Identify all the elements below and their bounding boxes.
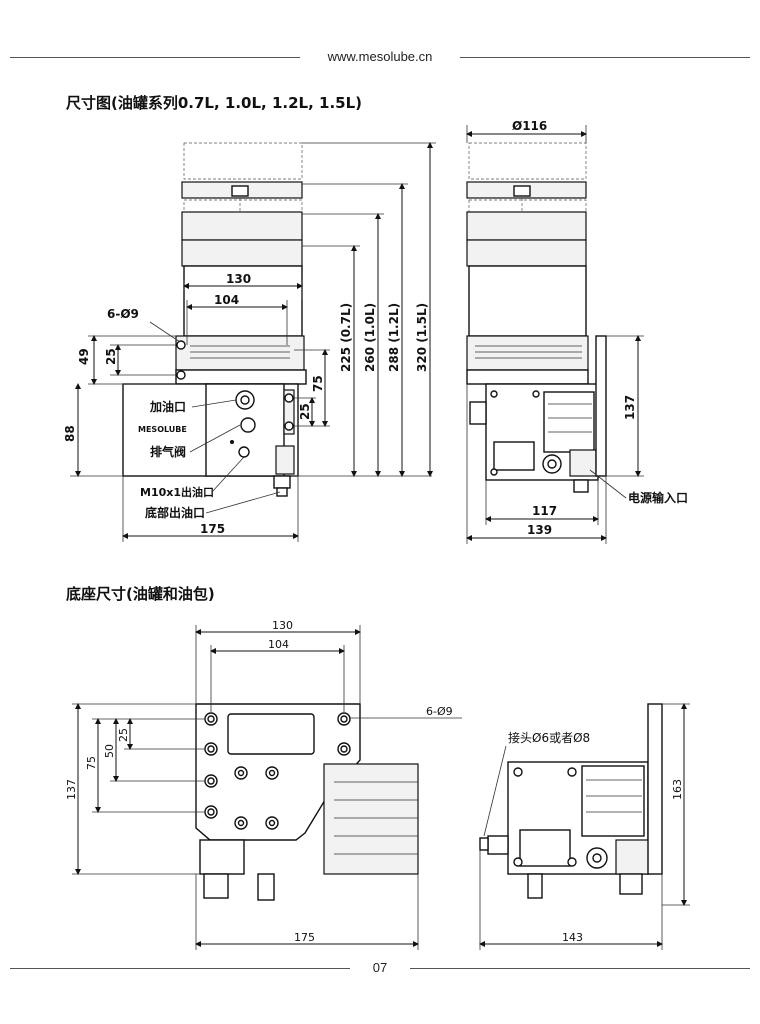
front-dimensions: 130 104 6-Ø9 49 25 88 175 75 25 — [63, 142, 436, 542]
base-dim-137: 137 — [65, 779, 78, 800]
side-dim-139: 139 — [527, 523, 552, 537]
front-dim-175: 175 — [200, 522, 225, 536]
height-15: 320 (1.5L) — [415, 303, 429, 372]
footer-rule-right — [410, 968, 750, 969]
power-port-label: 电源输入口 — [628, 490, 688, 505]
fitting-label: 接头Ø6或者Ø8 — [508, 730, 590, 745]
height-10: 260 (1.0L) — [363, 303, 377, 372]
side-diameter: Ø116 — [512, 119, 547, 133]
header-rule-left — [10, 57, 300, 58]
front-dim-88: 88 — [63, 425, 77, 442]
footer-rule-left — [10, 968, 350, 969]
section2-title: 底座尺寸(油罐和油包) — [66, 585, 215, 603]
side-dim-163: 163 — [671, 779, 684, 800]
base-dimensions: 130 104 6-Ø9 137 75 50 25 175 — [65, 619, 462, 950]
side-dim-143: 143 — [562, 931, 583, 944]
base-side-view — [479, 703, 663, 899]
front-dim-49: 49 — [77, 348, 91, 365]
m10-outlet-label: M10x1出油口 — [140, 485, 214, 499]
front-dim-25: 25 — [104, 348, 118, 365]
base-dim-50: 50 — [103, 744, 116, 758]
base-dim-130: 130 — [272, 619, 293, 632]
fill-port-label: 加油口 — [149, 399, 186, 414]
front-dim-104: 104 — [214, 293, 239, 307]
side-dim-117: 117 — [532, 504, 557, 518]
header-url: www.mesolube.cn — [327, 49, 433, 64]
front-dim-25b: 25 — [298, 403, 312, 420]
front-view — [122, 142, 307, 497]
section1-title: 尺寸图(油罐系列0.7L, 1.0L, 1.2L, 1.5L) — [66, 94, 362, 112]
front-hole-note: 6-Ø9 — [107, 307, 139, 321]
front-dim-75: 75 — [311, 375, 325, 392]
base-dim-25: 25 — [117, 728, 130, 742]
base-hole-note: 6-Ø9 — [426, 705, 453, 718]
bottom-outlet-label: 底部出油口 — [145, 505, 205, 520]
header-rule-right — [460, 57, 750, 58]
side-view — [466, 142, 607, 493]
page-number: 07 — [372, 960, 388, 975]
side-dimensions: Ø116 137 117 139 电源输入口 — [466, 119, 688, 544]
base-view — [195, 703, 419, 901]
front-dim-130: 130 — [226, 272, 251, 286]
brand-label: MESOLUBE — [138, 425, 187, 434]
height-12: 288 (1.2L) — [387, 303, 401, 372]
base-dim-104: 104 — [268, 638, 289, 651]
base-side-dimensions: 接头Ø6或者Ø8 163 143 — [479, 703, 690, 950]
vent-valve-label: 排气阀 — [150, 444, 186, 459]
base-dim-175: 175 — [294, 931, 315, 944]
base-dim-75: 75 — [85, 756, 98, 770]
side-dim-137: 137 — [623, 395, 637, 420]
height-07: 225 (0.7L) — [339, 303, 353, 372]
